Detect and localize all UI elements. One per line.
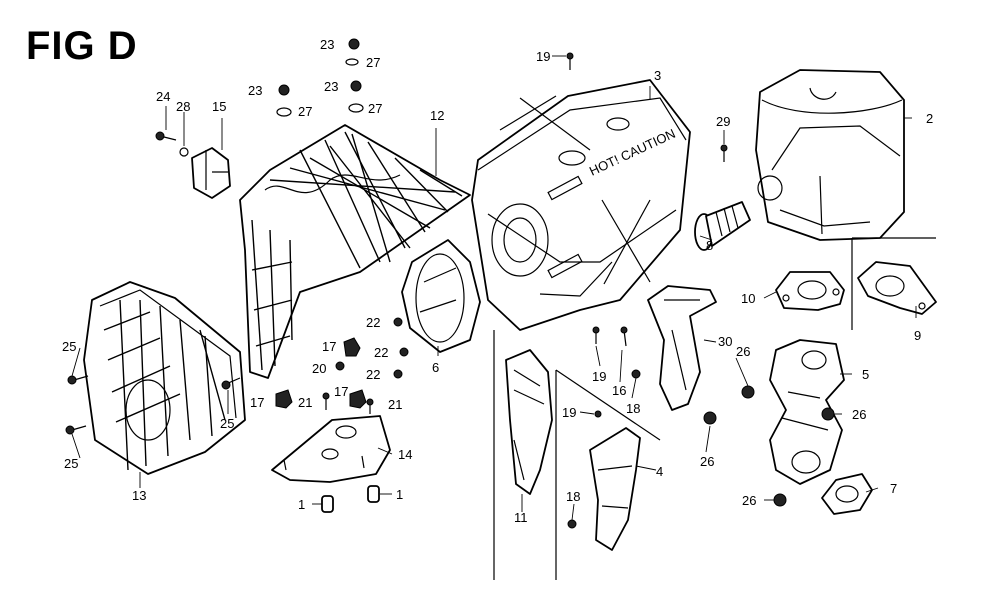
callout-4: 4 bbox=[656, 464, 663, 479]
part-10-gasket bbox=[775, 271, 845, 311]
callout-29: 29 bbox=[716, 114, 730, 129]
callout-28: 28 bbox=[176, 99, 190, 114]
callout-19: 19 bbox=[536, 49, 550, 64]
part-12-upper-shroud bbox=[239, 124, 471, 379]
part-15-clip bbox=[191, 147, 231, 199]
callout-17: 17 bbox=[334, 384, 348, 399]
callout-27: 27 bbox=[368, 101, 382, 116]
callout-26: 26 bbox=[742, 493, 756, 508]
callout-12: 12 bbox=[430, 108, 444, 123]
grouping-lines bbox=[493, 95, 936, 580]
callout-21: 21 bbox=[298, 395, 312, 410]
callout-24: 24 bbox=[156, 89, 170, 104]
callout-16: 16 bbox=[612, 383, 626, 398]
part-6-duct bbox=[401, 239, 481, 353]
part-8-tailpipe bbox=[694, 201, 751, 251]
callout-17: 17 bbox=[322, 339, 336, 354]
callout-19: 19 bbox=[562, 405, 576, 420]
part-2-muffler bbox=[755, 69, 905, 241]
callout-11: 11 bbox=[514, 510, 528, 525]
callout-26: 26 bbox=[700, 454, 714, 469]
part-11-heat-shield bbox=[505, 349, 553, 495]
figure-title: FIG D bbox=[26, 24, 138, 68]
callout-18: 18 bbox=[626, 401, 640, 416]
callout-9: 9 bbox=[914, 328, 921, 343]
hardware-fasteners bbox=[65, 38, 835, 529]
callout-19: 19 bbox=[592, 369, 606, 384]
callout-5: 5 bbox=[862, 367, 869, 382]
callout-13: 13 bbox=[132, 488, 146, 503]
callout-25: 25 bbox=[64, 456, 78, 471]
callout-17: 17 bbox=[250, 395, 264, 410]
callout-6: 6 bbox=[432, 360, 439, 375]
callout-10: 10 bbox=[741, 291, 755, 306]
callout-23: 23 bbox=[248, 83, 262, 98]
callout-2: 2 bbox=[926, 111, 933, 126]
callout-26: 26 bbox=[736, 344, 750, 359]
callout-14: 14 bbox=[398, 447, 412, 462]
callout-18: 18 bbox=[566, 489, 580, 504]
callout-27: 27 bbox=[298, 104, 312, 119]
part-13-fan-shroud bbox=[83, 281, 246, 475]
callout-30: 30 bbox=[718, 334, 732, 349]
callout-1: 1 bbox=[298, 497, 305, 512]
part-30-bracket bbox=[647, 285, 717, 411]
part-4-shield-plate bbox=[589, 427, 641, 551]
callout-7: 7 bbox=[890, 481, 897, 496]
callout-3: 3 bbox=[654, 68, 661, 83]
callout-25: 25 bbox=[220, 416, 234, 431]
callout-15: 15 bbox=[212, 99, 226, 114]
part-9-gasket bbox=[857, 261, 937, 315]
callout-21: 21 bbox=[388, 397, 402, 412]
callout-26: 26 bbox=[852, 407, 866, 422]
callout-labels: 1 1 2 3 4 5 6 7 8 9 10 11 12 13 14 15 16… bbox=[62, 37, 933, 525]
part-5-exhaust-manifold bbox=[769, 339, 845, 485]
part-7-gasket bbox=[821, 473, 873, 515]
callout-1: 1 bbox=[396, 487, 403, 502]
callout-20: 20 bbox=[312, 361, 326, 376]
part-3-muffler-protector: HOT! CAUTION bbox=[471, 79, 691, 331]
callout-23: 23 bbox=[320, 37, 334, 52]
callout-8: 8 bbox=[706, 238, 713, 253]
callout-25: 25 bbox=[62, 339, 76, 354]
leader-lines bbox=[71, 55, 917, 521]
part-14-base-plate bbox=[271, 415, 391, 483]
callout-22: 22 bbox=[374, 345, 388, 360]
callout-23: 23 bbox=[324, 79, 338, 94]
callout-22: 22 bbox=[366, 315, 380, 330]
callout-22: 22 bbox=[366, 367, 380, 382]
callout-27: 27 bbox=[366, 55, 380, 70]
